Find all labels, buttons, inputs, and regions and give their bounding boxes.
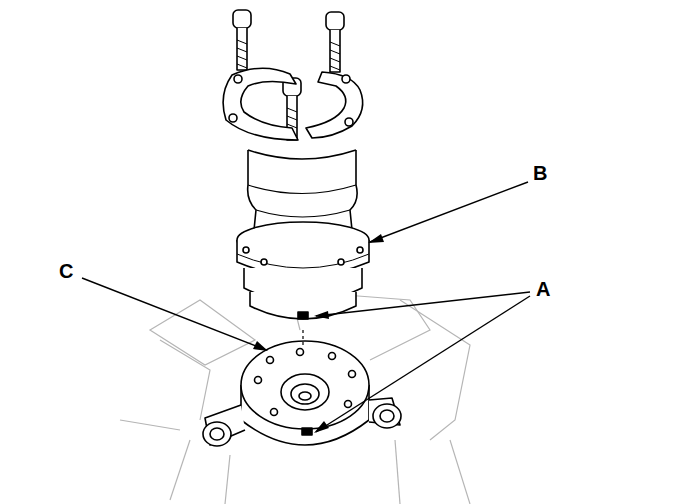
callout-letter: A <box>535 279 551 299</box>
bolt <box>326 12 344 72</box>
retaining-plate <box>223 68 298 140</box>
background-frame <box>120 290 470 504</box>
callout-letter: B <box>532 163 548 183</box>
leader-arrowheads <box>253 234 384 433</box>
callout-letter: C <box>58 261 74 281</box>
bolt <box>233 10 251 70</box>
retaining-plate <box>306 72 363 138</box>
center-line <box>302 330 303 348</box>
leader-lines <box>82 182 530 432</box>
damper-assembly <box>203 10 401 446</box>
